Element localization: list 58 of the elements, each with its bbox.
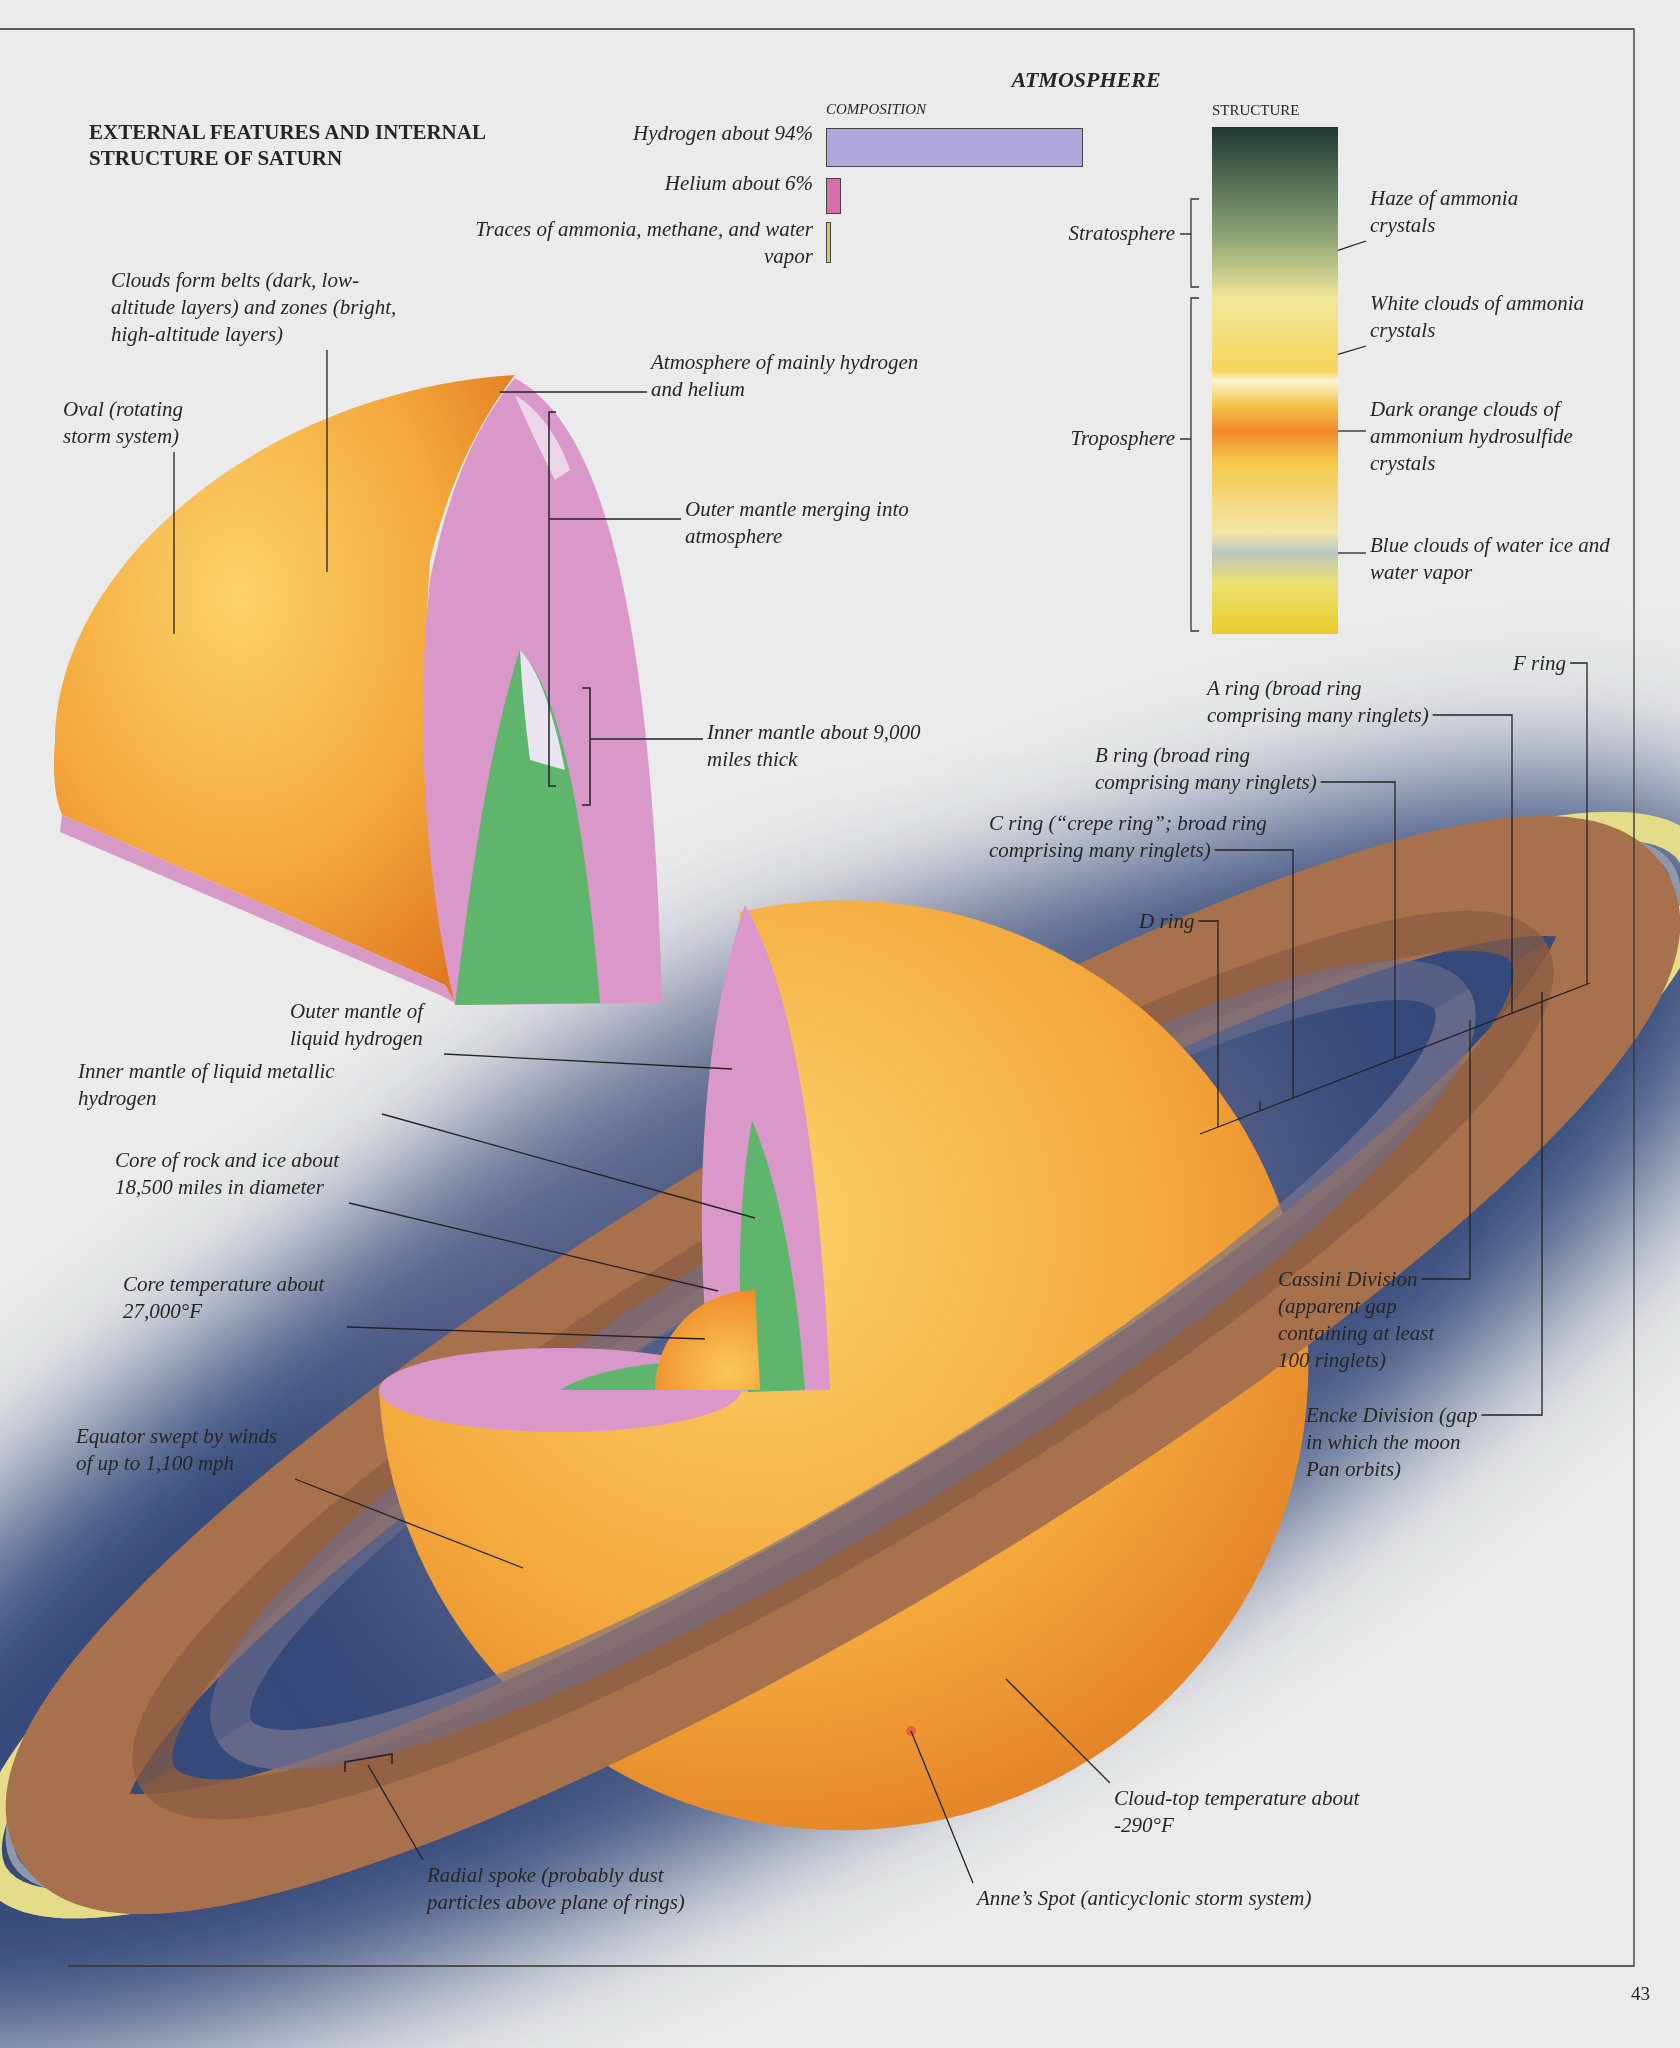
atmosphere-structure-column xyxy=(1212,127,1338,634)
leader-line xyxy=(1569,662,1588,975)
callout-label: Core temperature about 27,000°F xyxy=(123,1271,343,1325)
leader-line xyxy=(1337,345,1367,356)
callout-label: Equator swept by winds of up to 1,100 mph xyxy=(76,1423,291,1477)
leader-line xyxy=(1337,552,1367,554)
column-heading: COMPOSITION xyxy=(826,100,928,119)
callout-label: Cloud-top temperature about -290°F xyxy=(1114,1785,1394,1839)
heading: ATMOSPHERE xyxy=(1009,66,1162,93)
leader-line xyxy=(1197,920,1219,1118)
leader-line xyxy=(1337,240,1367,252)
leader-line xyxy=(499,391,648,393)
callout-label: Outer mantle of liquid hydrogen xyxy=(290,998,440,1052)
leader-line xyxy=(173,451,175,635)
callout-label: Anne’s Spot (anticyclonic storm system) xyxy=(977,1885,1312,1912)
callout-label: Inner mantle about 9,000 miles thick xyxy=(707,719,937,773)
callout-label: Encke Division (gap in which the moon Pan orbits) xyxy=(1306,1402,1491,1483)
callout-label: Haze of ammonia crystals xyxy=(1370,185,1580,239)
leader-line xyxy=(443,1053,733,1070)
leader-line xyxy=(1320,781,1396,1050)
callout-label: Blue clouds of water ice and water vapor xyxy=(1370,532,1610,586)
leader-line xyxy=(1214,849,1294,1089)
callout-label: Inner mantle of liquid metallic hydrogen xyxy=(78,1058,378,1112)
callout-label: Radial spoke (probably dust particles above plane of rings) xyxy=(427,1862,727,1916)
callout-label: B ring (broad ring comprising many ringlets) xyxy=(1095,742,1335,796)
callout-label: Atmosphere of mainly hydrogen and helium xyxy=(651,349,921,403)
leader-line xyxy=(910,1730,974,1884)
callout-label: Clouds form belts (dark, low-altitude layers) and zones (bright, high-altitude layers) xyxy=(111,267,411,348)
bar-label: Traces of ammonia, methane, and water vapor xyxy=(474,216,813,270)
bar-label: Helium about 6% xyxy=(663,170,813,197)
composition-bar xyxy=(826,128,1083,167)
callout-label: F ring xyxy=(1513,650,1567,677)
layer-label: Stratosphere xyxy=(1067,220,1175,247)
callout-label: White clouds of ammonia crystals xyxy=(1370,290,1590,344)
leader-line xyxy=(589,738,704,740)
leader-line xyxy=(1432,714,1513,1005)
leader-line xyxy=(326,349,328,573)
leader-line xyxy=(346,1326,706,1340)
leader-line xyxy=(548,518,682,520)
title: EXTERNAL FEATURES AND INTERNAL STRUCTURE OF SATURN xyxy=(89,119,486,171)
callout-label: A ring (broad ring comprising many ringlets) xyxy=(1207,675,1447,729)
callout-label: Core of rock and ice about 18,500 miles in diameter xyxy=(115,1147,345,1201)
leader-line xyxy=(1480,1001,1543,1416)
page-number: 43 xyxy=(1630,1982,1650,2006)
leader-line xyxy=(381,1113,756,1219)
composition-bar xyxy=(826,178,841,214)
callout-label: Dark orange clouds of ammonium hydrosulfide crystals xyxy=(1370,396,1640,477)
leader-line xyxy=(1005,1678,1111,1784)
callout-label: Outer mantle merging into atmosphere xyxy=(685,496,935,550)
leader-line xyxy=(1420,1029,1471,1280)
composition-bar xyxy=(826,222,831,263)
layer-label: Troposphere xyxy=(1069,425,1175,452)
leader-line xyxy=(294,1478,524,1569)
callout-label: C ring (“crepe ring”; broad ring comprising many ringlets) xyxy=(989,810,1289,864)
leader-line xyxy=(348,1202,719,1292)
leader-line xyxy=(1337,430,1367,432)
column-heading: STRUCTURE xyxy=(1212,101,1301,120)
callout-label: Oval (rotating storm system) xyxy=(63,396,223,450)
